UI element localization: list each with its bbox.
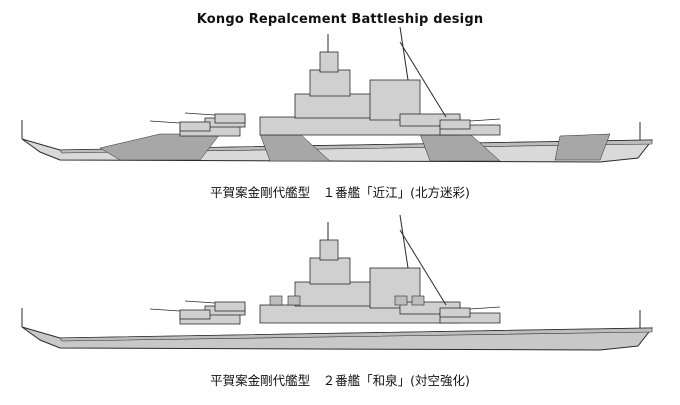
camouflage-pattern-1 [99,133,611,162]
ship-caption-2: 平賀案金剛代艦型 ２番艦「和泉」(対空強化) [210,373,470,388]
aa-guns-2 [269,295,425,306]
mast-2 [327,214,447,306]
page-title: Kongo Repalcement Battleship design [196,12,484,27]
ship-profile-1 [21,26,654,163]
ship-profile-2 [21,214,654,351]
gun-turrets-2 [149,300,501,320]
gun-turrets-1 [149,112,501,132]
superstructure-1 [179,51,501,137]
hull-2 [21,308,654,351]
mast-1 [327,26,447,118]
ship-caption-1: 平賀案金剛代艦型 １番艦「近江」(北方迷彩) [210,185,470,200]
